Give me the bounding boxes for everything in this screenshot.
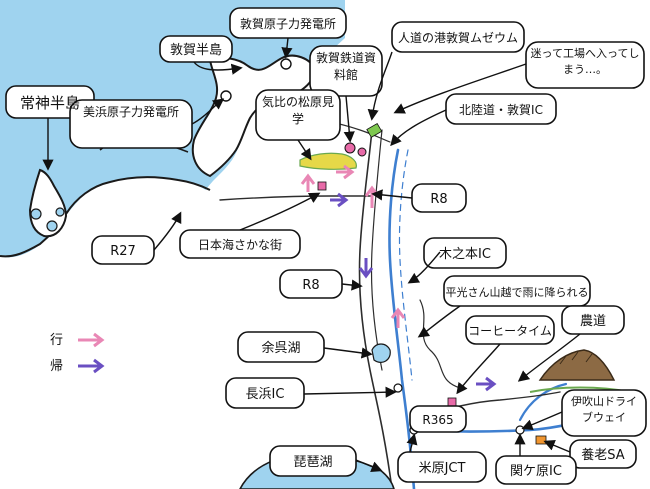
label-nihonkai: 日本海さかな街 <box>198 237 282 252</box>
bubble-kinomoto <box>423 237 507 269</box>
bubble-sekigahara <box>495 455 577 485</box>
arrow-go <box>336 164 355 180</box>
bubble-coffee <box>465 315 555 345</box>
bubble-yoro <box>569 439 637 469</box>
label-sekigahara: 関ケ原IC <box>510 464 562 479</box>
arrow-return <box>330 192 349 208</box>
bubble-farm-road <box>561 305 625 335</box>
label-kinomoto: 木之本IC <box>439 247 491 262</box>
label-jogami: 常神半島 <box>20 94 80 112</box>
arrow-return <box>358 258 374 279</box>
winding-road <box>419 299 461 389</box>
hokuriku-expressway <box>388 148 416 489</box>
bubble-rain <box>443 275 591 307</box>
arrow-return <box>476 376 497 392</box>
jogami-peninsula-shape <box>28 168 68 238</box>
label-museum: 人道の港敦賀ムゼウム <box>398 30 518 45</box>
label-r27: R27 <box>110 244 136 259</box>
islet <box>55 207 65 217</box>
point-museum <box>357 147 367 157</box>
ibukiyama-mountain <box>529 349 631 393</box>
label-tsuruga-peninsula: 敦賀半島 <box>170 42 222 58</box>
legend-go-label: 行 <box>50 333 63 348</box>
tsuruga-peninsula-shape <box>191 54 318 178</box>
label-farm-road: 農道 <box>580 314 606 329</box>
label-lost: 迷って工場へ入ってしまう…。 <box>530 47 640 76</box>
road-r27 <box>219 195 373 201</box>
point-mihama-nuclear <box>220 90 232 102</box>
arrow-go <box>390 307 406 328</box>
bubble-biwa <box>269 445 357 477</box>
label-tsuruga-nuclear: 敦賀原子力発電所 <box>240 16 336 31</box>
label-texts: 常神半島 敦賀半島 敦賀原子力発電所 美浜原子力発電所 敦賀鉄道資料館 人道の港… <box>20 16 640 479</box>
bubble-museum <box>391 21 525 53</box>
legend: 行 帰 <box>50 332 105 374</box>
point-yoro-sa <box>535 435 547 445</box>
label-yoro: 養老SA <box>581 447 624 463</box>
road-r8-parallel <box>370 129 383 371</box>
bubble-nagahama <box>225 377 305 409</box>
road-r8 <box>358 129 393 489</box>
point-coffee <box>447 397 457 407</box>
bubble-tsuruga-peninsula <box>159 35 233 63</box>
legend-return-label: 帰 <box>50 358 63 374</box>
bubble-hokuriku-ic <box>445 93 557 125</box>
islet <box>46 220 58 232</box>
point-museum-flag <box>366 122 383 138</box>
label-station: 敦賀鉄道資料館 <box>315 51 376 82</box>
point-nihonkai <box>317 181 327 191</box>
label-biwa: 琵琶湖 <box>293 455 332 470</box>
legend-go-arrow <box>78 332 105 348</box>
label-maibara: 米原JCT <box>419 461 466 476</box>
label-r365: R365 <box>422 413 453 427</box>
coastline <box>0 176 211 258</box>
islet <box>30 208 42 220</box>
point-sekigahara-ic <box>515 425 525 435</box>
label-rain: 平光さん山越で雨に降られる <box>446 285 589 299</box>
matsubara-forest <box>299 152 357 170</box>
bubble-r365 <box>409 405 467 433</box>
hokuriku-expressway-2 <box>398 149 413 381</box>
label-nagahama: 長浜IC <box>246 387 285 402</box>
arrow-go <box>300 173 316 192</box>
label-ibuki: 伊吹山ドライブウェイ <box>571 395 637 424</box>
label-yogo: 余呉湖 <box>261 340 300 356</box>
label-bubbles <box>5 7 647 485</box>
point-station <box>344 142 356 154</box>
label-matsubara: 気比の松原見学 <box>261 95 334 126</box>
point-nagahama-ic <box>393 383 403 393</box>
point-tsuruga-nuclear <box>280 58 292 70</box>
label-r8-mid: R8 <box>302 278 319 293</box>
point-markers <box>220 58 547 445</box>
label-hokuriku-ic: 北陸道・敦賀IC <box>459 102 543 117</box>
bubble-ibuki <box>561 389 647 437</box>
legend-return-arrow <box>78 358 105 374</box>
label-coffee: コーヒータイム <box>468 324 552 338</box>
bubble-maibara <box>397 451 487 483</box>
lake-yogo <box>371 343 391 363</box>
label-r8-north: R8 <box>430 192 447 207</box>
bubble-lost <box>525 41 645 89</box>
leader-lines <box>42 37 581 472</box>
bubble-yogo <box>237 331 325 363</box>
label-mihama-nuclear: 美浜原子力発電所 <box>82 105 179 119</box>
